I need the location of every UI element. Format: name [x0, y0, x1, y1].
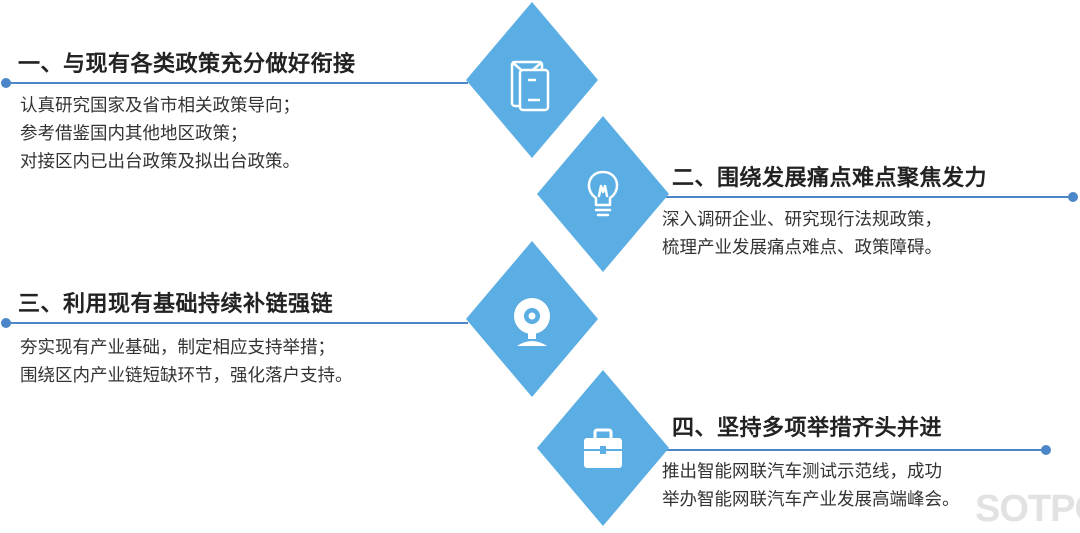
phone-envelope-icon	[510, 60, 550, 112]
item-3-title: 三、利用现有基础持续补链强链	[18, 292, 334, 317]
item-4-connector	[640, 445, 1051, 455]
item-1-title: 一、与现有各类政策充分做好衔接	[18, 52, 356, 77]
briefcase-icon	[584, 428, 622, 468]
item-3-connector	[1, 318, 468, 328]
item-2-title: 二、围绕发展痛点难点聚焦发力	[672, 166, 988, 191]
item-2-description: 深入调研企业、研究现行法规政策， 梳理产业发展痛点难点、政策障碍。	[662, 206, 942, 262]
item-4-title: 四、坚持多项举措齐头并进	[672, 416, 943, 441]
item-2-diamond	[537, 116, 669, 272]
item-4-line-2: 举办智能网联汽车产业发展高端峰会。	[662, 490, 960, 510]
watermark: SOTPC	[975, 488, 1080, 530]
item-2-line-1: 深入调研企业、研究现行法规政策，	[662, 210, 942, 230]
item-2-line-2: 梳理产业发展痛点难点、政策障碍。	[662, 238, 942, 258]
item-1-line-3: 对接区内已出台政策及拟出台政策。	[20, 152, 300, 172]
item-1-description: 认真研究国家及省市相关政策导向； 参考借鉴国内其他地区政策； 对接区内已出台政策…	[20, 92, 300, 176]
item-4-description: 推出智能网联汽车测试示范线，成功 举办智能网联汽车产业发展高端峰会。	[662, 458, 960, 514]
item-4-line-1: 推出智能网联汽车测试示范线，成功	[662, 462, 942, 482]
item-3-line-2: 围绕区内产业链短缺环节，强化落户支持。	[20, 366, 353, 386]
item-3-description: 夯实现有产业基础，制定相应支持举措； 围绕区内产业链短缺环节，强化落户支持。	[20, 334, 353, 390]
item-3-line-1: 夯实现有产业基础，制定相应支持举措；	[20, 338, 335, 358]
lightbulb-icon	[587, 170, 619, 217]
item-1-line-1: 认真研究国家及省市相关政策导向；	[20, 96, 300, 116]
item-1-connector	[1, 78, 468, 88]
item-2-connector	[640, 192, 1078, 202]
webcam-icon	[514, 298, 550, 346]
item-1-line-2: 参考借鉴国内其他地区政策；	[20, 124, 248, 144]
